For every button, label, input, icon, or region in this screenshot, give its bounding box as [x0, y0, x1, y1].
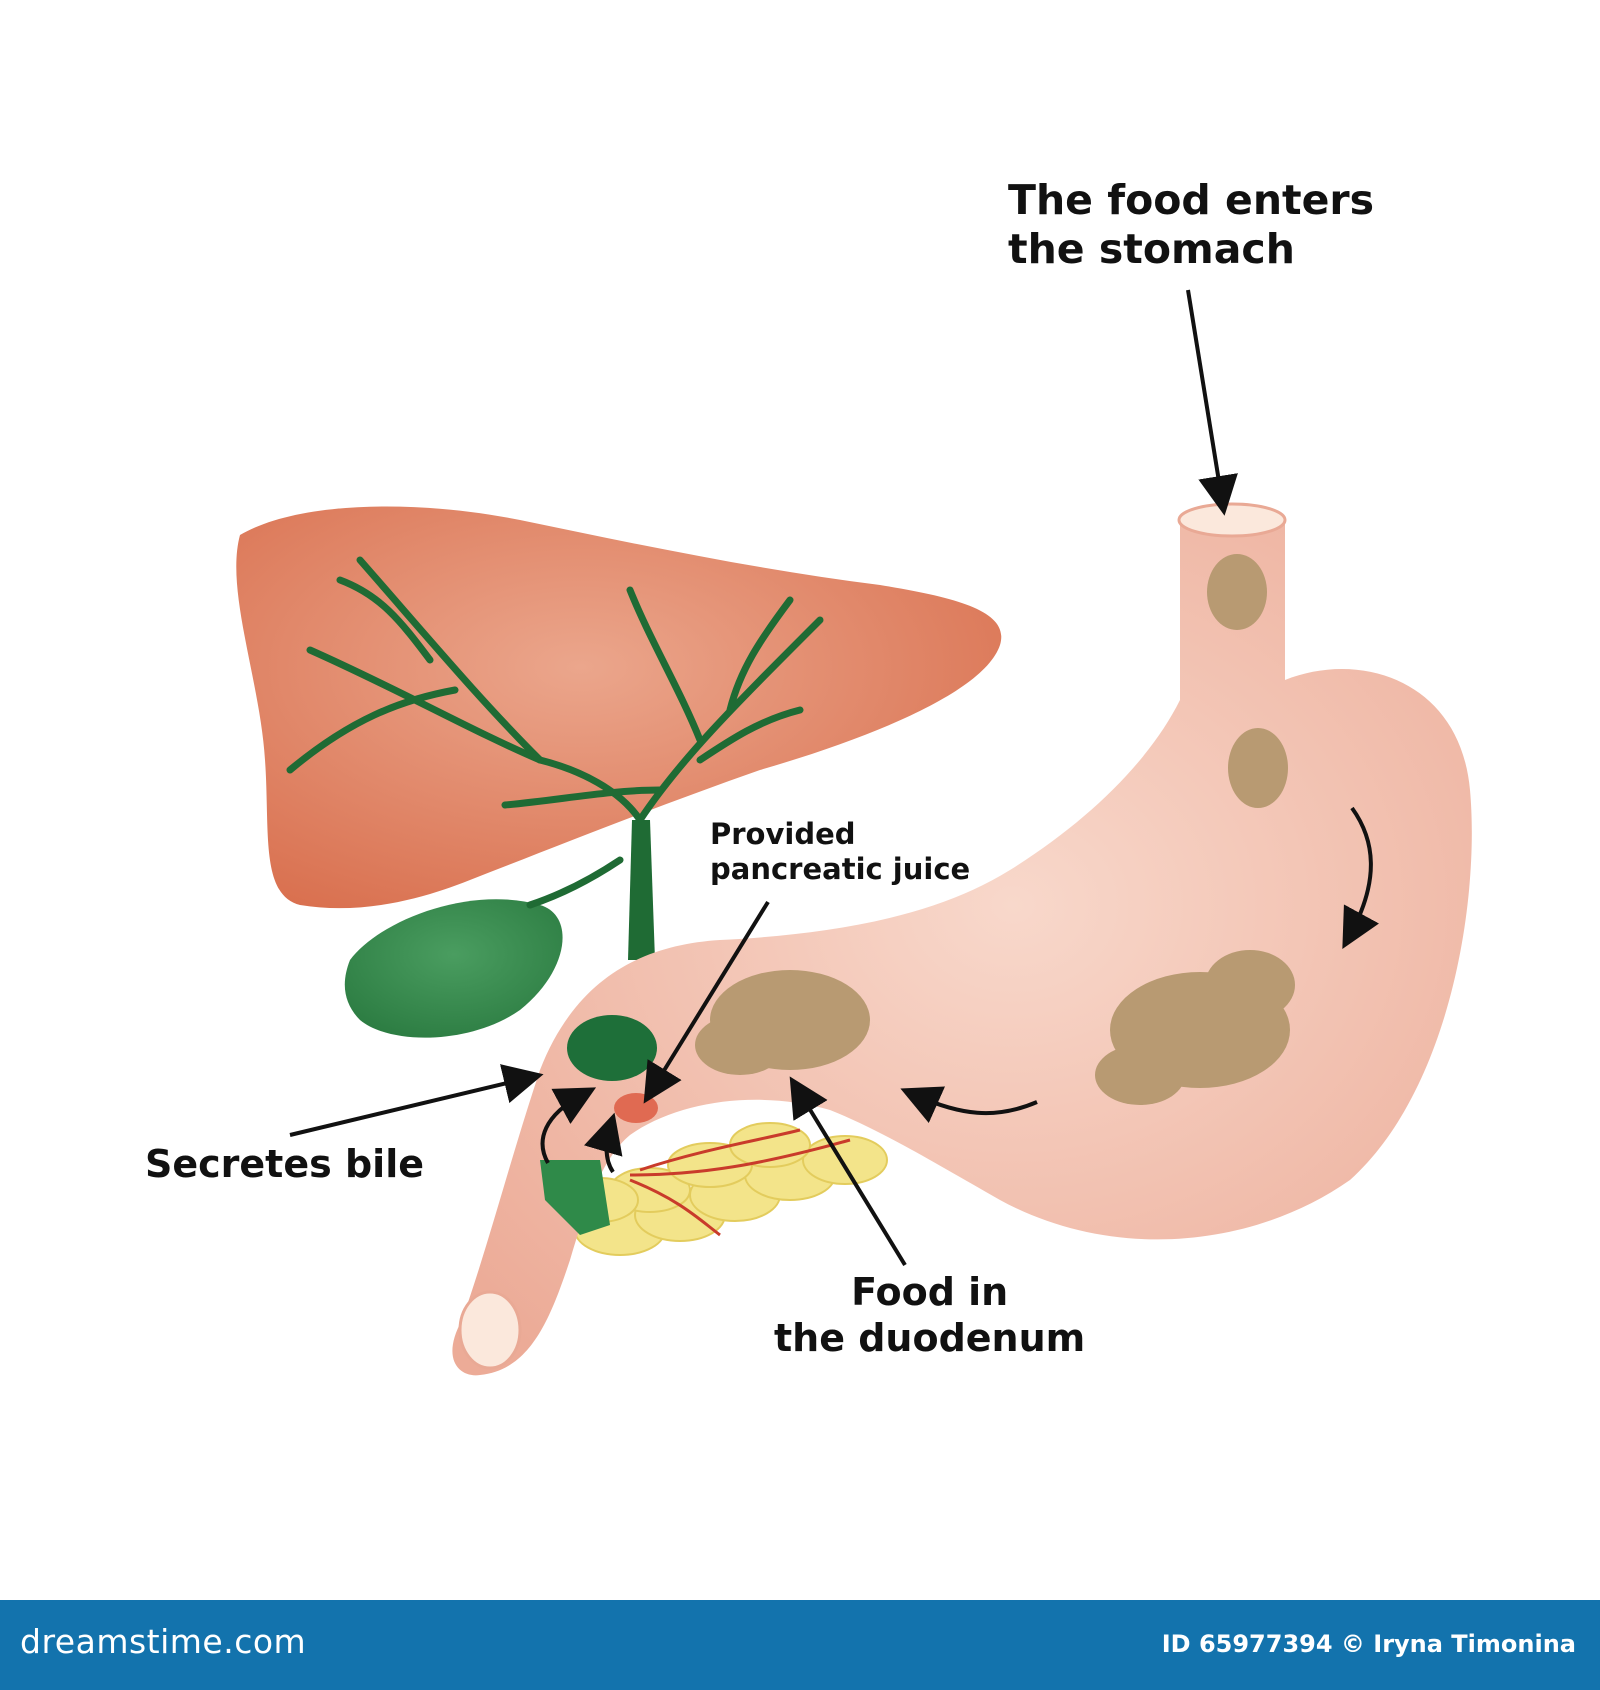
bile-droplets: [567, 1015, 657, 1081]
label-pancreatic-line-2: pancreatic juice: [710, 851, 971, 886]
label-pancreatic-juice: Provided pancreatic juice: [710, 817, 970, 887]
gallbladder: [344, 899, 563, 1038]
arrow-pancreatic-juice: [643, 900, 770, 1104]
arrow-secretes-bile: [289, 1064, 544, 1137]
bile-duct-tree: [286, 556, 824, 944]
pointer-arrows: [289, 289, 1380, 1267]
label-food-enters-line-2: the stomach: [1008, 225, 1295, 274]
liver: [236, 506, 1002, 909]
footer-image-credit: ID 65977394 © Iryna Timonina: [1161, 1630, 1576, 1658]
common-bile-duct: [628, 820, 655, 960]
label-pancreatic-line-1: Provided: [710, 817, 856, 851]
label-duodenum-line-2: the duodenum: [774, 1315, 1086, 1360]
duodenum-opening: [458, 1290, 522, 1370]
food-particles: [695, 554, 1295, 1105]
arrow-stomach-flow-1: [1342, 806, 1380, 950]
esophagus-opening: [1177, 502, 1287, 538]
label-duodenum-line-1: Food in: [851, 1270, 1009, 1314]
label-food-enters-line-1: The food enters: [1008, 176, 1375, 224]
arrow-bile-up: [540, 1087, 597, 1164]
stomach: [452, 520, 1472, 1376]
anatomy-illustration: [236, 289, 1472, 1376]
label-food-duodenum: Food in the duodenum: [774, 1270, 1085, 1361]
arrow-food-enters: [1186, 289, 1238, 516]
anatomy-diagram: The food enters the stomach Provided pan…: [145, 176, 1472, 1376]
duct-entrance: [540, 1160, 610, 1235]
label-food-enters-stomach: The food enters the stomach: [1008, 176, 1374, 274]
arrow-juice-up: [584, 1112, 623, 1174]
label-secretes-bile: Secretes bile: [145, 1142, 424, 1186]
watermark-footer-bar: dreamstime.com ID 65977394 © Iryna Timon…: [0, 1600, 1600, 1690]
footer-brand-logo: dreamstime.com: [20, 1622, 307, 1661]
pancreatic-vessels: [629, 1128, 851, 1237]
arrow-stomach-flow-2: [900, 1086, 1038, 1124]
pancreatic-juice-droplets: [614, 1093, 658, 1123]
arrow-food-duodenum: [789, 1076, 907, 1267]
